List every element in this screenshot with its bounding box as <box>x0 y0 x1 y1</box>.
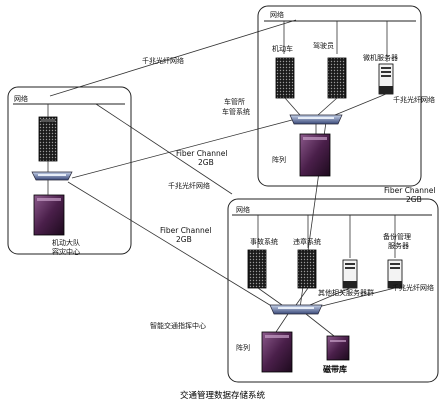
fc-right-label-1: Fiber Channel <box>384 186 436 195</box>
left-site-name-2: 容灾中心 <box>52 247 80 256</box>
fc-right-label-2: 2GB <box>406 195 422 204</box>
fc-bottom-label-2: 2GB <box>176 235 192 244</box>
bottom-site: 网络 事故系统 违章系统 备份管理 服务器 其他相关服务器群 千兆光纤网络 <box>150 198 439 383</box>
bottom-site-box <box>227 198 439 383</box>
bottom-other-servers: 其他相关服务器群 <box>318 288 374 297</box>
top-fiber-label: 千兆光纤网络 <box>393 95 435 104</box>
top-server-3 <box>378 63 394 95</box>
left-switch <box>31 171 73 181</box>
fc-link-left-top <box>71 119 293 179</box>
fiber-link-label-top: 千兆光纤网络 <box>142 56 184 65</box>
top-array <box>299 133 331 177</box>
tape-library-label: 磁带库 <box>323 364 347 374</box>
bottom-array <box>261 331 293 373</box>
fc-bottom-label-1: Fiber Channel <box>160 226 212 235</box>
bottom-backup-1: 备份管理 <box>383 232 411 241</box>
left-site: 网络 机动大队 容灾中心 <box>7 86 132 256</box>
fc-link-left-bottom <box>67 181 279 311</box>
top-center-name-1: 车管所 <box>224 97 245 106</box>
bottom-server-1 <box>247 249 267 289</box>
top-network-label: 网络 <box>270 10 284 19</box>
top-server-2-label: 驾驶员 <box>313 41 334 50</box>
top-server-2 <box>327 57 347 99</box>
bottom-server-3 <box>342 259 358 289</box>
top-site: 网络 机动车 驾驶员 微机服务器 车管所 车管系统 千兆光纤网络 <box>222 5 435 187</box>
left-site-box <box>7 86 132 255</box>
fc-top-label-2: 2GB <box>198 158 214 167</box>
top-switch <box>289 114 343 125</box>
bottom-center-name: 智能交通指挥中心 <box>150 321 206 330</box>
fc-top-label-1: Fiber Channel <box>176 149 228 158</box>
top-site-box <box>257 5 422 187</box>
top-server-3-label: 微机服务器 <box>363 53 398 62</box>
fiber-link-left-top <box>49 19 297 97</box>
bottom-server-2 <box>297 249 317 289</box>
fiber-link-left-bottom <box>95 103 233 195</box>
diagram-caption: 交通管理数据存储系统 <box>180 390 266 401</box>
left-server <box>38 116 58 162</box>
tape-library <box>326 335 350 361</box>
bottom-server-2-label: 违章系统 <box>293 237 321 246</box>
top-array-label: 阵列 <box>272 155 286 164</box>
bottom-server-1-label: 事故系统 <box>250 237 278 246</box>
bottom-array-label: 阵列 <box>236 343 250 352</box>
top-center-name-2: 车管系统 <box>222 107 250 116</box>
top-server-1 <box>275 57 295 99</box>
bottom-switch <box>269 304 323 315</box>
left-site-name-1: 机动大队 <box>52 238 80 247</box>
top-server-1-label: 机动车 <box>272 44 293 53</box>
bottom-fiber-label: 千兆光纤网络 <box>392 283 434 292</box>
fiber-link-label-mid: 千兆光纤网络 <box>168 181 210 190</box>
bottom-backup-2: 服务器 <box>388 241 409 250</box>
left-array <box>33 194 65 236</box>
bottom-network-label: 网络 <box>236 205 250 214</box>
left-network-label: 网络 <box>14 94 28 103</box>
